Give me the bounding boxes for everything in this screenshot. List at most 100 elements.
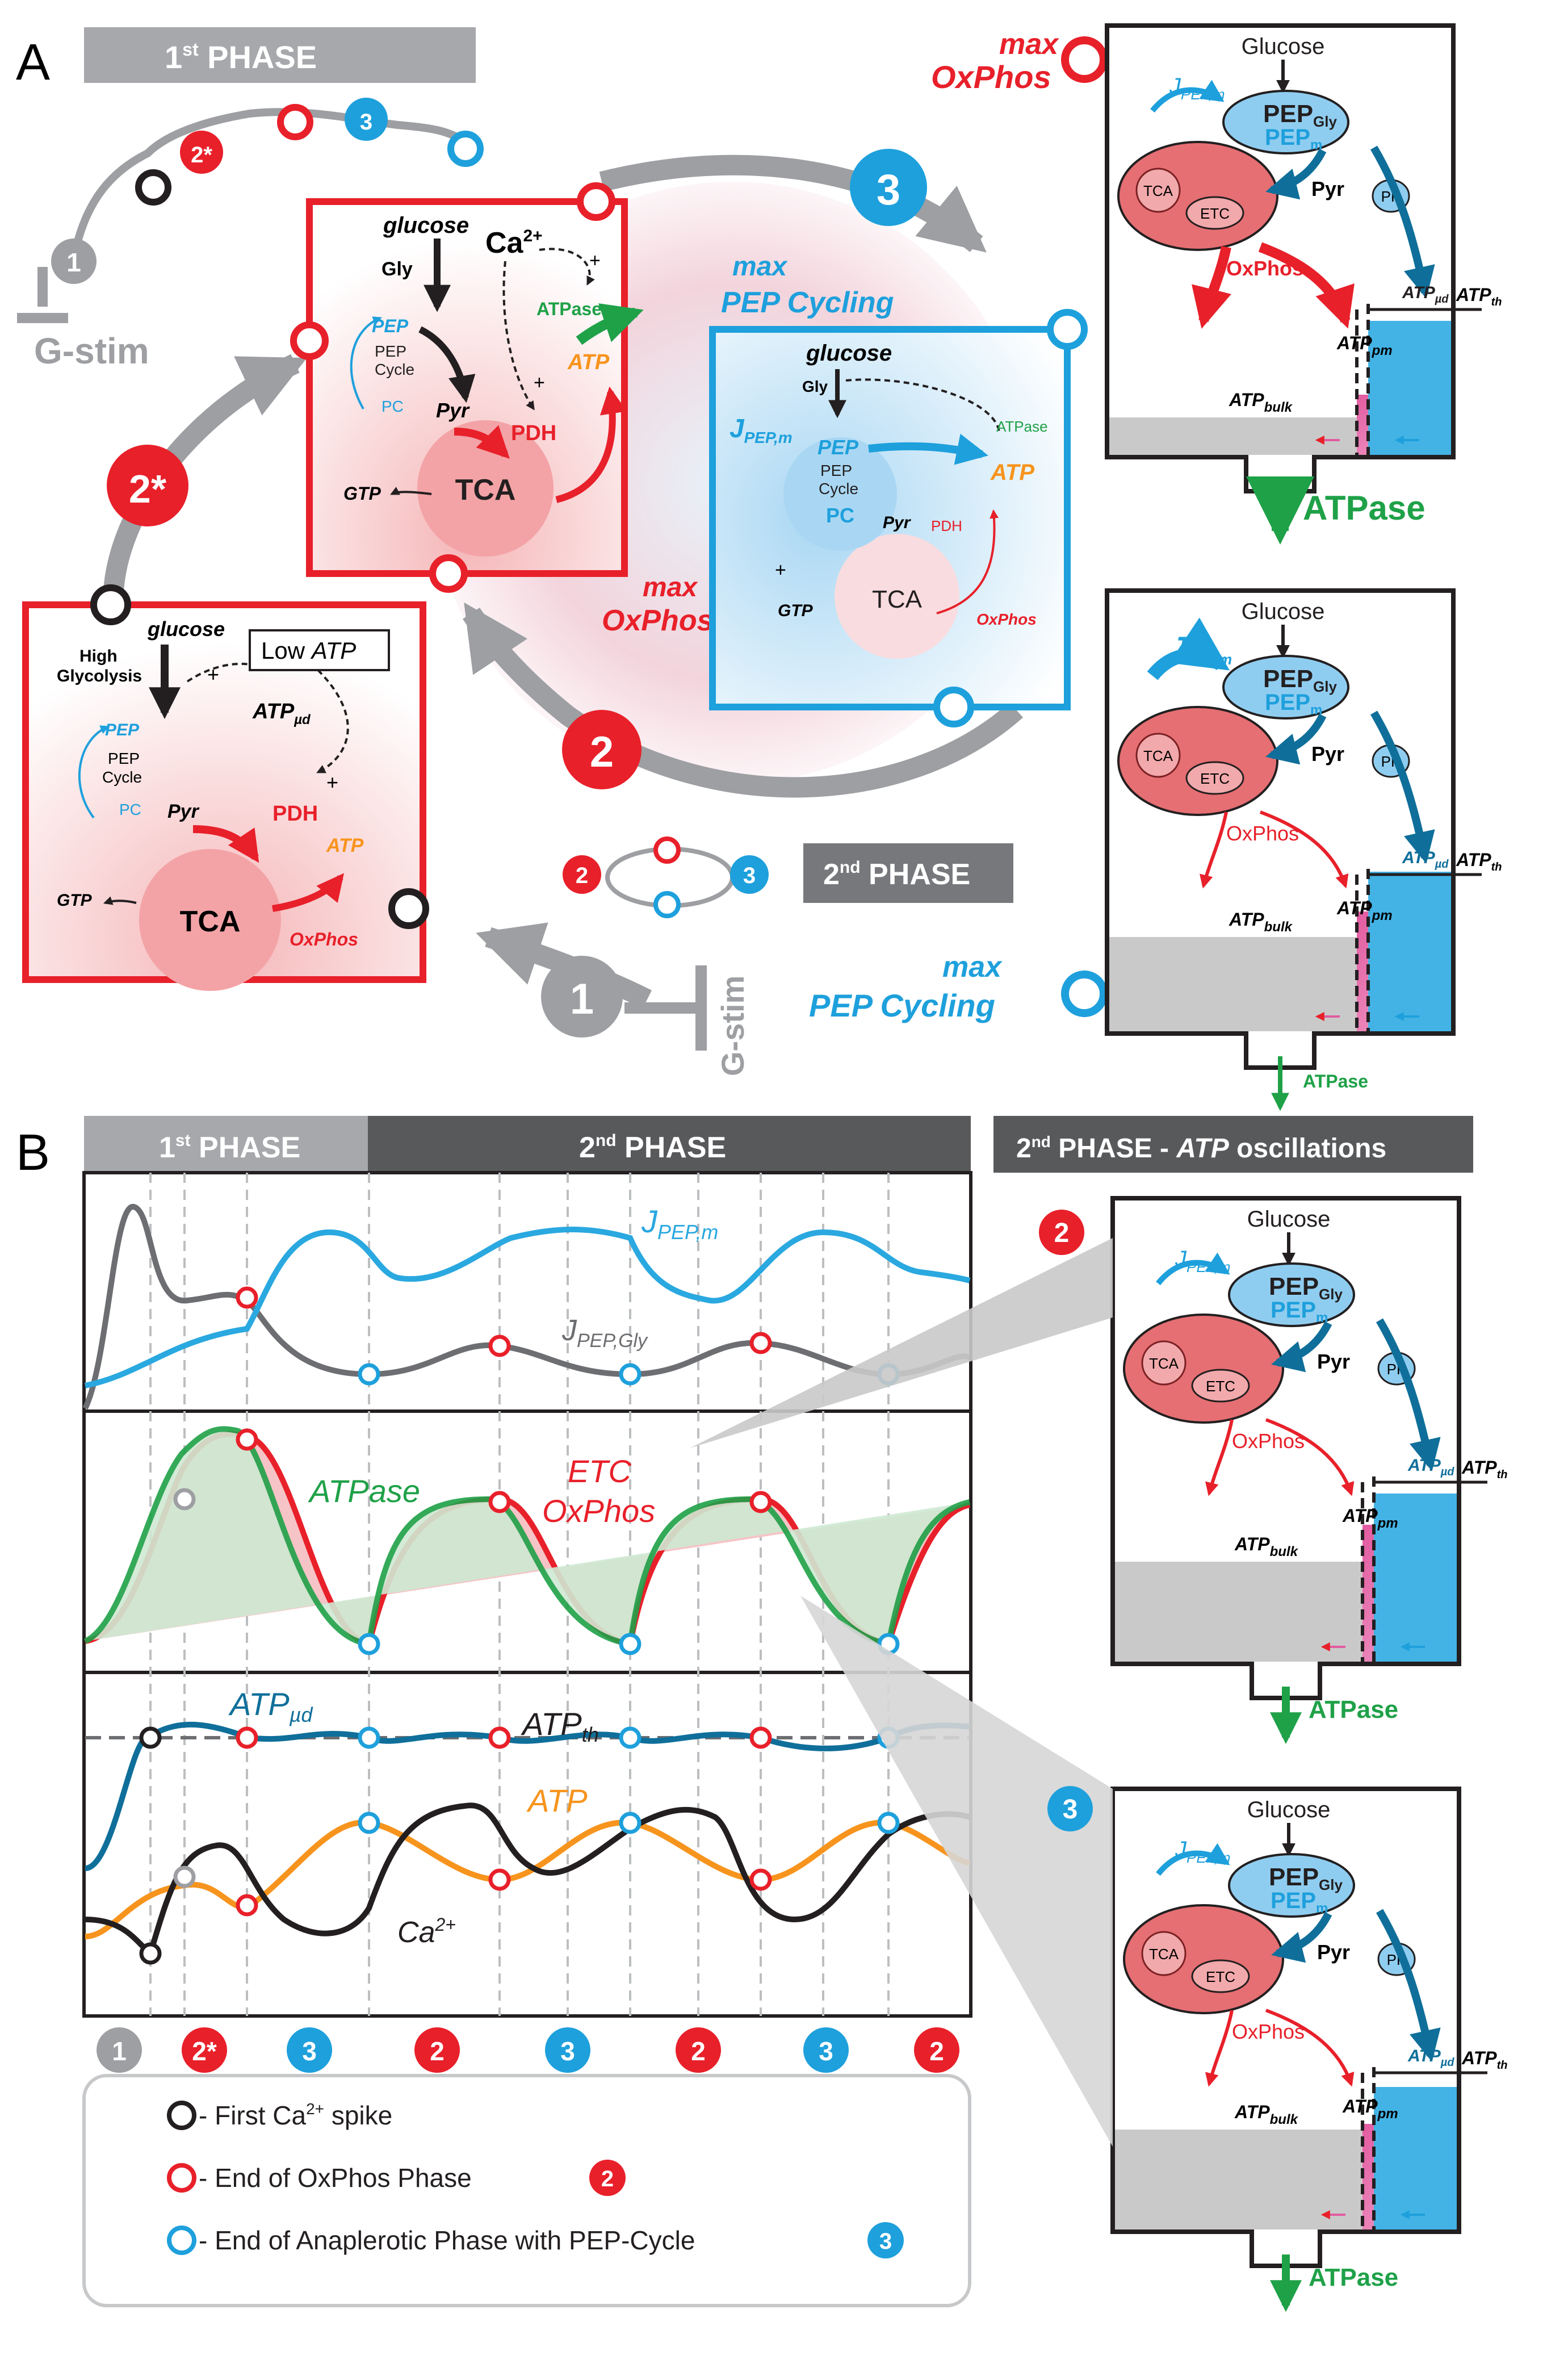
gtp-label-upper: GTP <box>343 483 381 504</box>
chart3-marker-1 <box>236 1726 258 1749</box>
legend-marker-2 <box>167 2226 196 2255</box>
marker-blue-box-top <box>1047 309 1088 350</box>
phase1-bar-b <box>84 1116 368 1173</box>
ud-pool <box>1368 872 1451 1031</box>
badge-2star-mini-text: 2* <box>191 143 212 168</box>
high-glycolysis-1: High <box>79 647 118 666</box>
ud-pool <box>1374 2087 1457 2229</box>
max-pep-label: PEP Cycling <box>721 286 894 319</box>
pk-arrow <box>1370 710 1435 864</box>
glucose-label-blue: glucose <box>806 341 892 366</box>
badge-state3-b <box>1047 1786 1093 1831</box>
pc-label-lower: PC <box>119 801 141 818</box>
glucose-label-lower: glucose <box>147 617 225 641</box>
plus-upper-2: + <box>534 372 545 394</box>
pep-cycle-2-lower: Cycle <box>102 768 142 786</box>
atp-th-sub: th <box>1491 296 1502 308</box>
atpase-label-blue: ATPase <box>996 418 1048 435</box>
timeline-badge-1 <box>182 2027 227 2073</box>
pep-ellipse <box>1222 90 1349 154</box>
pyr-label: Pyr <box>1317 1350 1350 1373</box>
phase1-bar-b-text: 1st PHASE <box>159 1131 300 1164</box>
tca-cycle <box>1135 733 1181 778</box>
legend-badge-2 <box>867 2222 904 2258</box>
badge-3-large <box>850 149 927 226</box>
low-atp-box-label <box>249 629 390 671</box>
pyr-label: Pyr <box>1311 177 1344 200</box>
legend-badge-1 <box>589 2160 626 2196</box>
chart1-marker-0 <box>236 1286 258 1309</box>
badge-state2-b <box>1039 1210 1084 1255</box>
gtp-arrow-upper <box>390 487 432 495</box>
oxphos-arrow-2 <box>1265 1418 1355 1496</box>
pc-arc-lower <box>78 725 110 819</box>
pyr-label-lower: Pyr <box>167 801 200 822</box>
chart3-marker-12 <box>749 1868 772 1891</box>
badge-3-mini <box>345 98 388 141</box>
atp-label-blue: ATP <box>990 460 1034 485</box>
atp-ud-label: ATPµd <box>1402 283 1449 306</box>
pep-ellipse <box>1222 655 1349 720</box>
panel-label-b: B <box>16 1124 50 1181</box>
atp-bulk-sub: bulk <box>1270 2112 1299 2127</box>
phase2-label-text: 2nd PHASE <box>823 858 970 891</box>
phase1-header <box>84 27 476 83</box>
atp-pm-sub: pm <box>1377 1516 1398 1531</box>
label-ca: Ca2+ <box>397 1914 456 1949</box>
badge-2-large <box>562 710 642 789</box>
marker-blue-mini <box>447 131 484 167</box>
chart2-marker-3 <box>488 1491 511 1513</box>
pyr-arrow <box>1271 1321 1332 1373</box>
chart3-marker-8 <box>236 1894 258 1917</box>
etc-text: ETC <box>1206 1968 1235 1985</box>
legend-text-1: - End of OxPhos Phase <box>199 2163 472 2193</box>
marker-blue-box-bottom <box>933 687 974 727</box>
chart3-marker-5 <box>749 1726 772 1749</box>
marker-black-mini <box>135 169 171 206</box>
max-pep-bottom-label: PEP Cycling <box>809 988 995 1023</box>
pep-m-label: PEPm <box>1271 1298 1328 1325</box>
badge-3-mini-2nd-text: 3 <box>743 863 756 888</box>
legend: - First Ca2+ spike - End of OxPhos Phase… <box>167 2100 904 2258</box>
atp-ud-sub: µd <box>1440 1466 1455 1478</box>
pep-label-lower: PEP <box>105 721 140 739</box>
legend-marker-0 <box>167 2101 196 2130</box>
phase2-label-box <box>803 843 1013 903</box>
max-pep-max: max <box>732 252 788 282</box>
atp-feedback-dashed-blue <box>845 378 1000 432</box>
pyr-tca-arrow-lower <box>192 825 259 863</box>
chart3-marker-9 <box>358 1812 380 1834</box>
glucose-label: Glucose <box>1247 1207 1331 1232</box>
phase1-header-text: 1st PHASE <box>165 39 317 75</box>
pep-blob-blue <box>783 437 897 551</box>
tca-label-lower: TCA <box>180 905 241 938</box>
jpep-label-blue: JPEP,m <box>730 413 793 446</box>
etc-blob <box>1191 1959 1250 1993</box>
arrow-2-path <box>463 602 1023 798</box>
marker-red-mini-2nd <box>653 836 681 864</box>
label-atpase: ATPase <box>308 1473 420 1509</box>
gly-label-blue: Gly <box>802 378 828 395</box>
pc-arc-upper <box>350 316 382 409</box>
max-pep-bottom-max: max <box>942 951 1003 984</box>
atpase-arrow-upper <box>576 303 644 345</box>
pyr-label: Pyr <box>1317 1940 1350 1964</box>
pep-cycle-1-blue: PEP <box>820 462 852 479</box>
oxphos-arrow-2 <box>1265 2009 1355 2087</box>
chart2-marker-2 <box>358 1633 380 1655</box>
phase1-mini-arc <box>70 108 468 260</box>
pep-cycle-2-upper: Cycle <box>375 361 414 378</box>
tca-atp-arrow-lower <box>272 873 345 912</box>
badge-2-mini-text: 2 <box>576 863 588 888</box>
plus-lower-2: + <box>326 771 338 794</box>
chart1-marker-2 <box>488 1335 511 1357</box>
badge-state3-b-text: 3 <box>1063 1795 1078 1825</box>
chart3-marker-0 <box>139 1726 162 1749</box>
atp-label-upper: ATP <box>567 350 610 374</box>
chart2-marker-0 <box>173 1488 196 1511</box>
tca-cycle <box>1135 168 1181 213</box>
ud-pool <box>1374 1494 1457 1662</box>
